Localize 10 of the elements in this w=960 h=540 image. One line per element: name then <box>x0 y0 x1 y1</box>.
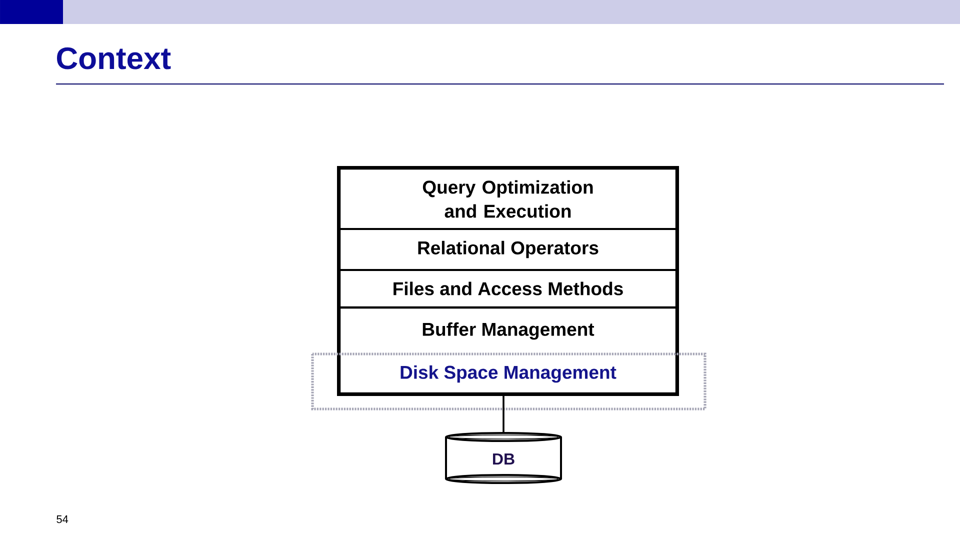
stack-layer: Files and Access Methods <box>339 269 677 308</box>
database-cylinder: DB <box>445 432 562 484</box>
stack-layer: Relational Operators <box>339 228 677 271</box>
connector-line <box>502 393 504 433</box>
page-number: 54 <box>56 515 68 524</box>
stack-layer: Query Optimization and Execution <box>339 168 677 230</box>
stack-layer: Disk Space Management <box>339 354 677 394</box>
stack-layer: Buffer Management <box>339 307 677 354</box>
node-label: DB <box>493 453 514 464</box>
slide-title: Context <box>56 47 171 70</box>
